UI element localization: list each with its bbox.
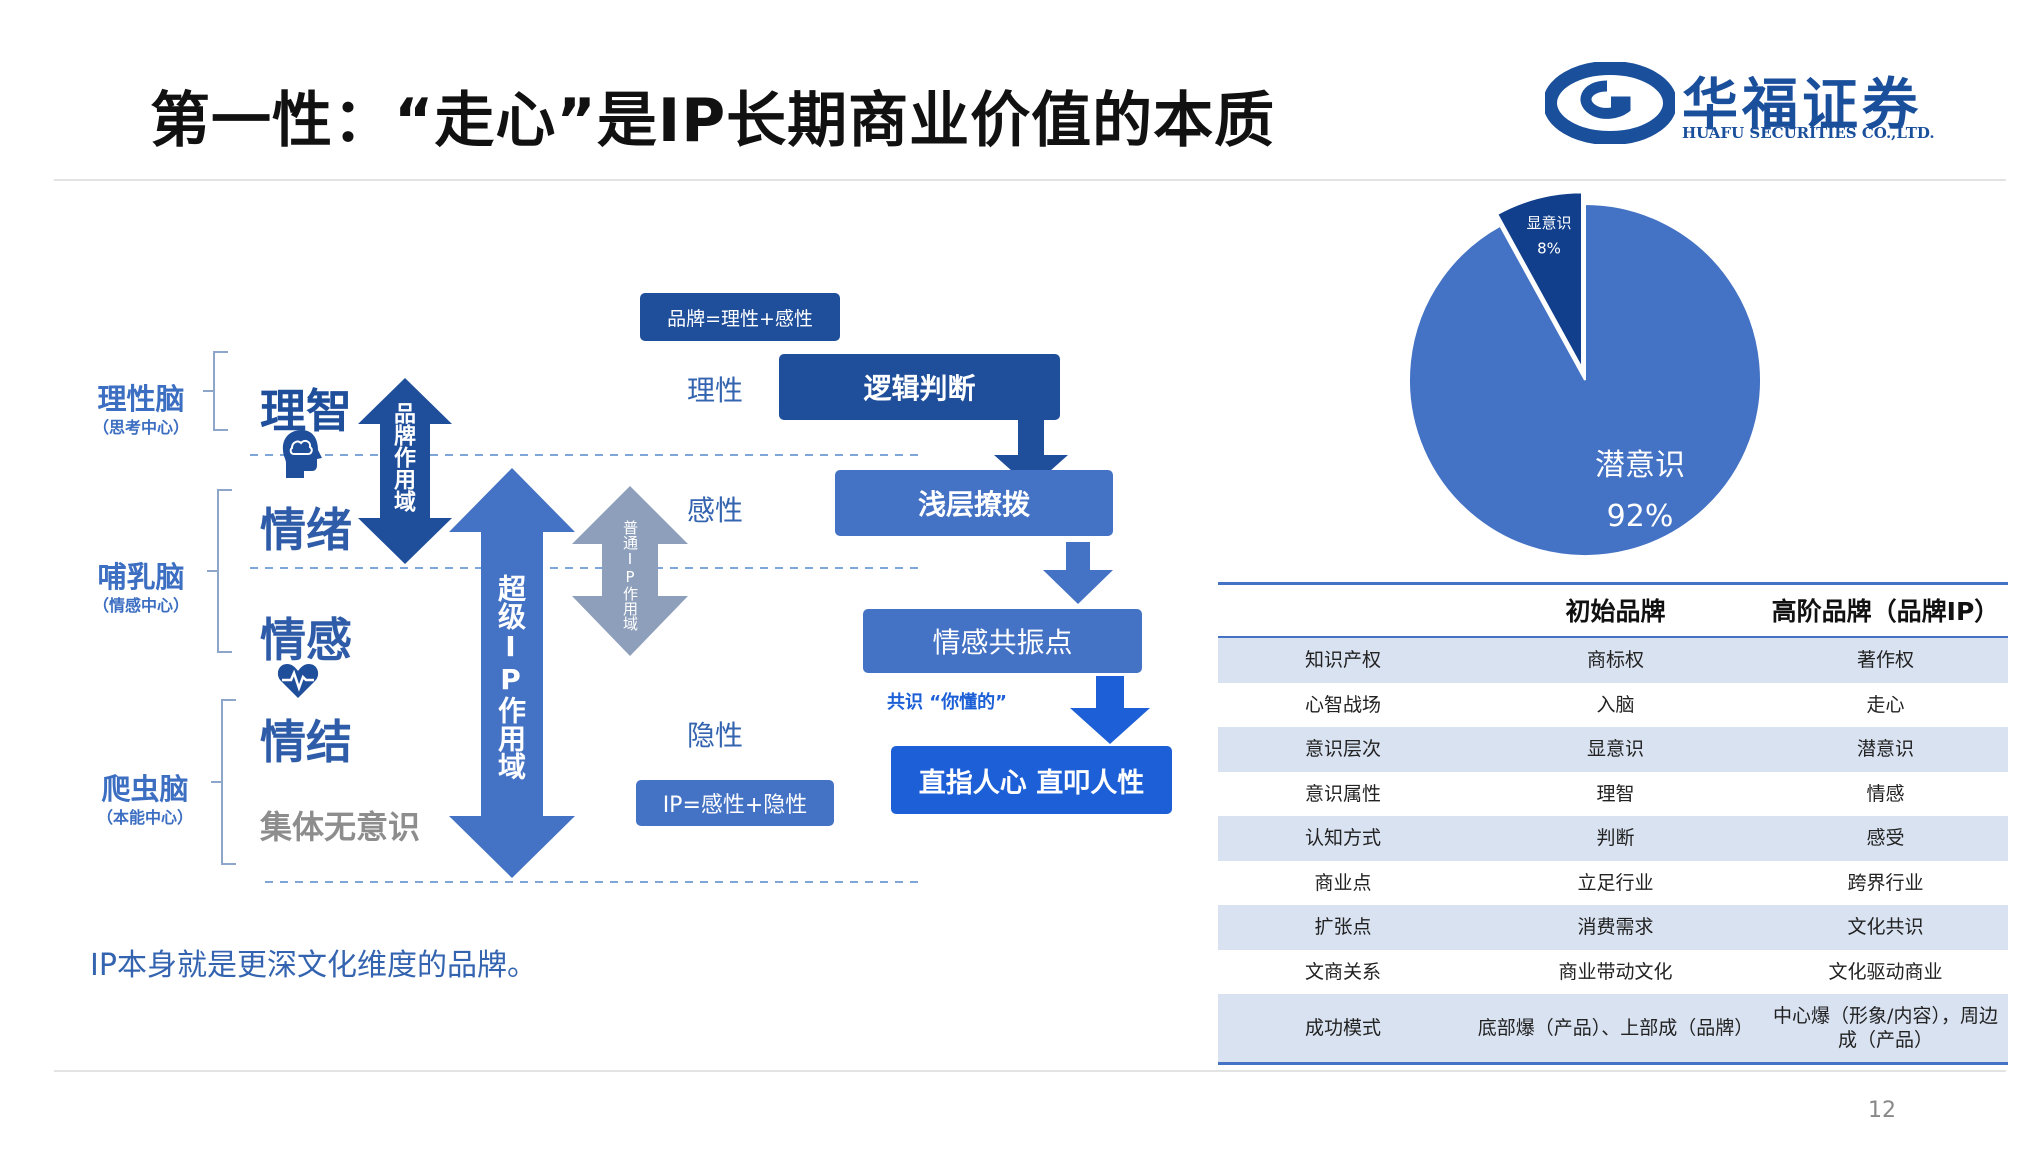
table-header-cell: 高阶品牌（品牌IP） — [1771, 597, 2000, 626]
step-logic-judgment: 逻辑判断 — [779, 354, 1060, 420]
word-collective-unconscious: 集体无意识 — [260, 808, 421, 846]
brain-mammal-name: 哺乳脑 — [97, 560, 185, 594]
table-cell: 心智战场 — [1304, 693, 1381, 716]
brain-reptile-sub: （本能中心） — [96, 808, 193, 827]
super-ip-domain-label: 超级IP作用域 — [494, 574, 527, 780]
label-emotional: 感性 — [687, 494, 744, 527]
table-cell: 认知方式 — [1304, 827, 1381, 850]
table-cell: 文化共识 — [1847, 916, 1924, 939]
pie-slice-value-2: 92% — [1607, 499, 1674, 534]
table-cell: 扩张点 — [1314, 916, 1372, 939]
table-cell: 知识产权 — [1304, 649, 1381, 672]
brain-head-icon — [282, 430, 322, 478]
step-emotional-resonance: 情感共振点 — [863, 609, 1142, 673]
brain-rational-sub: （思考中心） — [92, 418, 189, 437]
table-cell: 商标权 — [1586, 649, 1644, 672]
table-cell: 著作权 — [1856, 649, 1914, 672]
page-title: 第一性：“走心”是IP长期商业价值的本质 — [150, 86, 1276, 156]
table-row: 知识产权 商标权 著作权 — [1218, 638, 2008, 683]
table-cell: 商业点 — [1314, 871, 1372, 894]
table-cell: 消费需求 — [1577, 916, 1654, 939]
table-cell: 走心 — [1866, 693, 1905, 716]
footnote: IP本身就是更深文化维度的品牌。 — [90, 948, 537, 983]
logo-name-cn: 华福证券 — [1682, 72, 1922, 138]
step-shallow-tease: 浅层撩拨 — [835, 470, 1113, 536]
table-cell: 商业带动文化 — [1558, 960, 1673, 983]
brain-reptile-name: 爬虫脑 — [101, 772, 189, 806]
table-row: 心智战场 入脑 走心 — [1218, 683, 2008, 728]
brand-domain-label: 品牌作用域 — [390, 402, 415, 512]
word-qingxu: 情绪 — [260, 503, 352, 557]
normal-ip-domain-label: 普通IP作用域 — [621, 520, 639, 631]
table-cell: 文化驱动商业 — [1828, 960, 1943, 983]
table-row: 文商关系 商业带动文化 文化驱动商业 — [1218, 950, 2008, 995]
table-cell: 意识层次 — [1304, 738, 1381, 761]
table-cell: 显意识 — [1586, 738, 1644, 761]
table-row: 意识层次 显意识 潜意识 — [1218, 727, 2008, 772]
pie-slice-1 — [1495, 191, 1584, 369]
table-cell: 底部爆（产品）、上部成（品牌） — [1477, 1017, 1754, 1039]
consciousness-pie-chart: 显意识 8% 潜意识 92% — [1408, 191, 1762, 557]
pie-slice-label-2: 潜意识 — [1595, 448, 1685, 483]
formula-ip-box: IP=感性+隐性 — [636, 780, 834, 826]
table-cell: 文商关系 — [1304, 960, 1381, 983]
table-cell: 判断 — [1596, 827, 1635, 850]
table-cell: 中心爆（形象/内容），周边成（产品） — [1773, 1005, 1998, 1051]
footer-divider — [54, 1070, 2006, 1072]
table-header-cell: 初始品牌 — [1565, 597, 1666, 626]
logo-name-en: HUAFU SECURITIES CO.,LTD. — [1682, 124, 1935, 142]
brain-rational-name: 理性脑 — [97, 382, 185, 416]
table-row: 意识属性 理智 情感 — [1218, 772, 2008, 817]
pie-slice-2 — [1408, 202, 1762, 557]
consensus-text: 共识 “你懂的” — [887, 692, 1007, 713]
table-cell: 跨界行业 — [1847, 871, 1924, 894]
label-hidden: 隐性 — [687, 719, 744, 752]
huafu-logo-icon — [1545, 62, 1675, 144]
brand-comparison-table: 初始品牌 高阶品牌（品牌IP） 知识产权 商标权 著作权心智战场 入脑 走心意识层次 显意识 潜… — [1218, 582, 2008, 1065]
brain-mammal-sub: （情感中心） — [92, 596, 189, 615]
word-qingjie: 情结 — [260, 715, 352, 769]
page-number: 12 — [1868, 1098, 1896, 1123]
table-cell: 立足行业 — [1577, 871, 1654, 894]
table-row: 扩张点 消费需求 文化共识 — [1218, 905, 2008, 950]
word-qinggan: 情感 — [260, 613, 352, 667]
table-rule — [1218, 1062, 2008, 1065]
table-row: 商业点 立足行业 跨界行业 — [1218, 861, 2008, 906]
table-rule — [1218, 636, 2008, 638]
step-touch-humanity: 直指人心 直叩人性 — [891, 746, 1172, 814]
table-cell: 潜意识 — [1856, 738, 1914, 761]
heart-pulse-icon — [277, 664, 319, 698]
pie-slice-value-1: 8% — [1537, 240, 1561, 258]
table-cell: 理智 — [1596, 782, 1635, 805]
table-cell: 意识属性 — [1304, 782, 1381, 805]
word-lizhi: 理智 — [260, 384, 352, 438]
table-cell: 情感 — [1866, 782, 1905, 805]
formula-brand-box: 品牌=理性+感性 — [640, 293, 840, 341]
header-divider — [54, 179, 2006, 181]
table-cell: 成功模式 — [1304, 1017, 1381, 1039]
table-cell: 入脑 — [1596, 693, 1635, 716]
diagram-graphics — [203, 351, 1150, 883]
label-rational: 理性 — [687, 374, 744, 407]
table-row: 成功模式 底部爆（产品）、上部成（品牌） 中心爆（形象/内容），周边成（产品） — [1218, 994, 2008, 1062]
pie-slice-label-1: 显意识 — [1526, 214, 1571, 232]
table-rule — [1218, 582, 2008, 585]
table-row: 认知方式 判断 感受 — [1218, 816, 2008, 861]
table-cell: 感受 — [1866, 827, 1905, 850]
table-header-cell — [1218, 586, 1468, 638]
